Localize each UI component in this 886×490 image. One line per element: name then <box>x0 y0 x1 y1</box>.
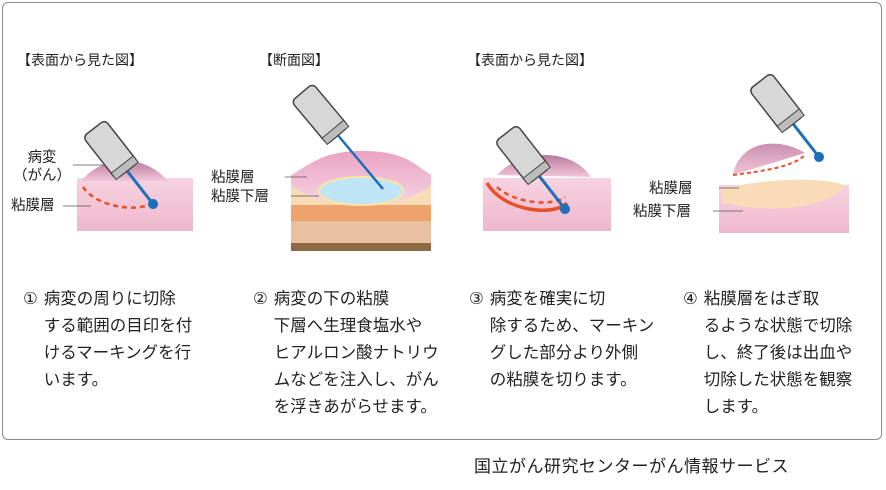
label-lesion: 病変 （がん） <box>13 149 71 185</box>
step-number: ② <box>253 285 268 420</box>
step-number: ④ <box>683 285 698 420</box>
deep-muscle-layer <box>291 221 431 243</box>
panel-step-1: 【表面から見た図】 病変 （がん） 粘膜層 <box>3 3 223 441</box>
step-description: ④ 粘膜層をはぎ取 るような状態で切除 し、終了後は出血や 切除した状態を観察 … <box>683 285 852 420</box>
step-number: ① <box>23 285 38 393</box>
label-mucosa: 粘膜層 <box>11 197 55 215</box>
step-description: ① 病変の周りに切除 する範囲の目印を付 けるマーキングを行 います。 <box>23 285 192 393</box>
surface-view-incision-illustration <box>443 63 663 263</box>
step-text: 粘膜層をはぎ取 るような状態で切除 し、終了後は出血や 切除した状態を観察 しま… <box>704 285 853 420</box>
label-submucosa: 粘膜下層 <box>633 203 691 221</box>
panel-step-3: 【表面から見た図】 ③ 病変を確実に切 除する <box>443 3 663 441</box>
step-text: 病変を確実に切 除するため、マーキン グした部分より外側 の粘膜を切ります。 <box>490 285 655 393</box>
cross-section-injection-illustration <box>223 63 443 263</box>
step-text: 病変の周りに切除 する範囲の目印を付 けるマーキングを行 います。 <box>44 285 193 393</box>
label-mucosa: 粘膜層 <box>649 180 693 198</box>
base-layer <box>291 243 431 251</box>
source-credit: 国立がん研究センターがん情報サービス <box>474 452 789 477</box>
step-description: ③ 病変を確実に切 除するため、マーキン グした部分より外側 の粘膜を切ります。 <box>469 285 654 393</box>
panel-step-2: 【断面図】 粘膜層 粘膜下層 ② <box>223 3 443 441</box>
illustration-frame: 【表面から見た図】 病変 （がん） 粘膜層 <box>2 2 882 440</box>
label-submucosa: 粘膜下層 <box>211 188 269 206</box>
saline-bleb <box>319 177 403 205</box>
mucosa-dissection-illustration <box>663 63 883 263</box>
step-number: ③ <box>469 285 484 393</box>
mucosa-surface <box>77 178 193 231</box>
panel-step-4: 粘膜層 粘膜下層 ④ 粘膜層をはぎ取 るような状態で切除 し、終了後は出血や 切… <box>663 3 883 441</box>
step-description: ② 病変の下の粘膜 下層へ生理食塩水や ヒアルロン酸ナトリウ ムなどを注入し、が… <box>253 285 439 420</box>
label-mucosa: 粘膜層 <box>211 169 255 187</box>
step-text: 病変の下の粘膜 下層へ生理食塩水や ヒアルロン酸ナトリウ ムなどを注入し、がん … <box>274 285 439 420</box>
